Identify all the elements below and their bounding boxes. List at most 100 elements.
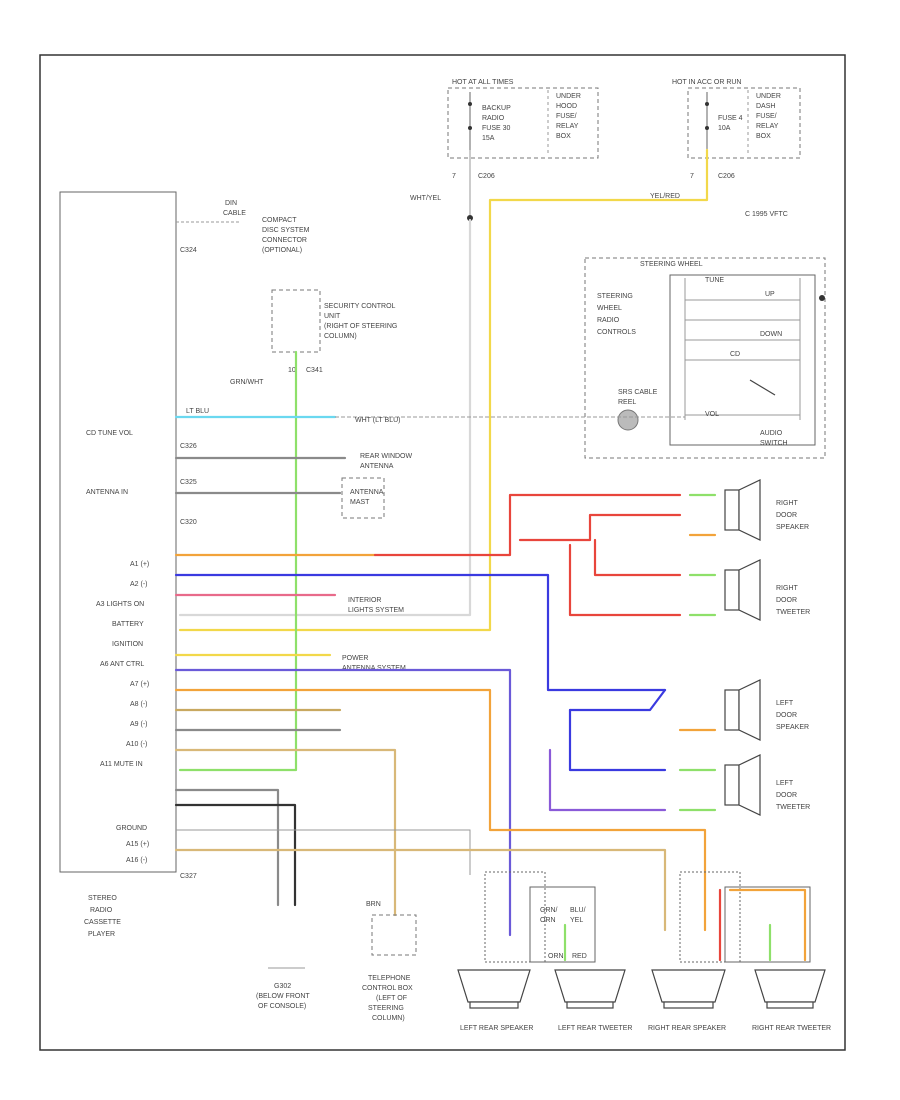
ground-1: (BELOW FRONT [256, 993, 310, 1000]
right-rear-speaker-icon [651, 969, 726, 1009]
right-door-tweeter-icon [724, 559, 761, 621]
wire-blue-left-tweeter [568, 708, 667, 772]
label-cd-tune-vol: CD TUNE VOL [86, 430, 133, 437]
wire-orange-a8 [174, 688, 707, 932]
label-antenna-in: ANTENNA IN [86, 489, 128, 496]
lds-2: SPEAKER [776, 724, 809, 731]
wire-tan-brn [174, 748, 397, 917]
security-1: UNIT [324, 313, 341, 320]
wire-orange-rrt [728, 888, 807, 962]
audio-switch-1: SWITCH [760, 440, 788, 447]
lds-0: LEFT [776, 700, 794, 707]
compact-disc-3: (OPTIONAL) [262, 247, 302, 254]
wire-lt-gray-a15 [176, 829, 471, 875]
fuse-left-box-0: UNDER [556, 93, 581, 100]
fuse-right-box-3: RELAY [756, 123, 779, 130]
steering-label-2: RADIO [597, 317, 620, 324]
fuse-left-label-3: 15A [482, 135, 495, 142]
label-ground: GROUND [116, 825, 147, 832]
btn-cd: CD [730, 351, 740, 358]
wire-blue-a2 [174, 573, 667, 692]
tel-2: (LEFT OF [376, 995, 407, 1002]
diagram-frame [39, 54, 846, 1051]
tw-tag-0: GRN/ [540, 907, 558, 914]
c325: C325 [180, 479, 197, 486]
label-ignition: IGNITION [112, 641, 143, 648]
left-door-speaker-icon [724, 679, 761, 741]
radio-unit-0: STEREO [88, 895, 117, 902]
btn-vol: VOL [705, 411, 719, 418]
label-a15: A15 (+) [126, 841, 149, 848]
btn-down: DOWN [760, 331, 782, 338]
radio-unit-1: RADIO [90, 907, 113, 914]
src-cable-1: REEL [618, 399, 636, 406]
cd-cable-0: DIN [225, 200, 237, 207]
src-cable-0: SRS CABLE [618, 389, 658, 396]
tel-4: COLUMN) [372, 1015, 405, 1022]
tw-tag-1: ORN [540, 917, 556, 924]
tw-tag-4: ORN [548, 953, 564, 960]
c341-pin: 10 [288, 367, 296, 374]
wire-yellow-red-feed [178, 218, 472, 617]
tel-1: CONTROL BOX [362, 985, 413, 992]
btn-tune: TUNE [705, 277, 724, 284]
security-unit-box [271, 289, 321, 353]
tag-lt-blu: LT BLU [186, 408, 209, 415]
wire-blue-left-door [568, 688, 667, 712]
compact-disc-2: CONNECTOR [262, 237, 307, 244]
pin-7-right: 7 [690, 173, 694, 180]
ground-2: OF CONSOLE) [258, 1003, 306, 1010]
rdt-0: RIGHT [776, 585, 799, 592]
rdt-2: TWEETER [776, 609, 810, 616]
tag-wht-yel: WHT/YEL [410, 195, 441, 202]
radio-unit-3: PLAYER [88, 931, 115, 938]
steering-wheel-controls: STEERING WHEEL STEERING WHEEL RADIO CONT… [584, 257, 826, 459]
fuse-left-box-2: FUSE/ [556, 113, 577, 120]
steering-header: STEERING WHEEL [640, 261, 703, 268]
wire-red-a1-right [373, 493, 682, 557]
rds-1: DOOR [776, 512, 797, 519]
security-0: SECURITY CONTROL [324, 303, 396, 310]
label-a16: A16 (-) [126, 857, 147, 864]
tag-wht-blk: WHT (LT BLU) [355, 417, 401, 424]
rear-window-antenna-1: ANTENNA [360, 463, 394, 470]
compact-disc-1: DISC SYSTEM [262, 227, 310, 234]
label-a6: A6 ANT CTRL [100, 661, 144, 668]
steering-label-0: STEERING [597, 293, 633, 300]
tel-3: STEERING [368, 1005, 404, 1012]
wire-purple-a7 [174, 668, 512, 937]
label-a3: A3 LIGHTS ON [96, 601, 144, 608]
c206-right: C206 [718, 173, 735, 180]
power-antenna-0: POWER [342, 655, 368, 662]
tw-tag-3: YEL [570, 917, 583, 924]
label-a8: A8 (-) [130, 701, 148, 708]
lds-1: DOOR [776, 712, 797, 719]
left-rear-speaker-icon [457, 969, 531, 1009]
fuse-left-header: HOT AT ALL TIMES [452, 79, 514, 86]
antenna-mast-0: ANTENNA [350, 489, 384, 496]
radio-unit-2: CASSETTE [84, 919, 121, 926]
label-a11: A11 MUTE IN [100, 761, 143, 768]
rear-window-antenna-0: REAR WINDOW [360, 453, 413, 460]
security-2: (RIGHT OF STEERING [324, 323, 397, 330]
fuse-left-label-0: BACKUP [482, 105, 511, 112]
rds-0: RIGHT [776, 500, 799, 507]
rrs-label: RIGHT REAR SPEAKER [648, 1025, 726, 1032]
lrs-label: LEFT REAR SPEAKER [460, 1025, 533, 1032]
right-rear-tweeter-icon [754, 969, 826, 1009]
ldt-1: DOOR [776, 792, 797, 799]
tw-tag-2: BLU/ [570, 907, 586, 914]
rds-2: SPEAKER [776, 524, 809, 531]
tag-grn-wht: GRN/WHT [230, 379, 264, 386]
rrt-label: RIGHT REAR TWEETER [752, 1025, 831, 1032]
wire-purple-left [548, 748, 667, 812]
wire-gray-ground [174, 788, 280, 907]
steering-label-1: WHEEL [597, 305, 622, 312]
wire-green-security [178, 350, 298, 772]
interior-lights-1: LIGHTS SYSTEM [348, 607, 404, 614]
label-battery: BATTERY [112, 621, 144, 628]
radio-unit-box [59, 191, 177, 873]
c327: C327 [180, 873, 197, 880]
c206-left: C206 [478, 173, 495, 180]
